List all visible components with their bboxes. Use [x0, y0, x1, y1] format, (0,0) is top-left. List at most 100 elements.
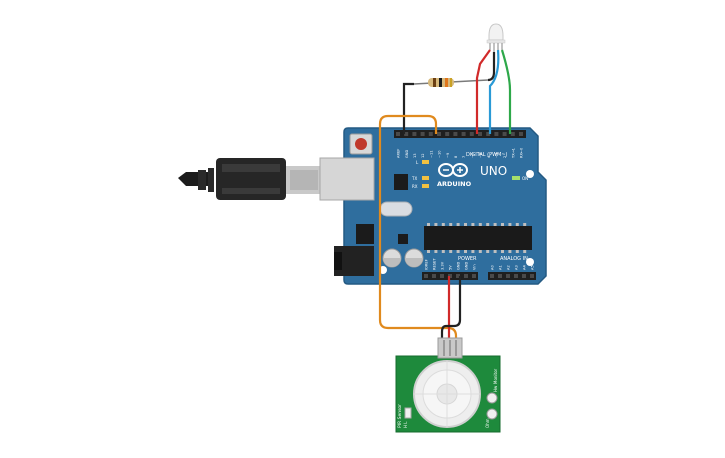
- wire-black-ground[interactable]: [440, 276, 462, 352]
- analog-pin-label: A2: [507, 265, 511, 270]
- digital-pin-hole[interactable]: [412, 132, 417, 136]
- power-pin-hole[interactable]: [456, 274, 460, 278]
- digital-pin-label: ~6: [470, 152, 474, 158]
- wire-green-led[interactable]: [500, 49, 512, 134]
- atmega-microcontroller: [424, 223, 532, 253]
- led-l-label: L: [416, 160, 419, 165]
- mounting-hole: [526, 170, 534, 178]
- digital-pin-label: ~9: [446, 152, 450, 158]
- pir-right-label: Monitor: [493, 368, 498, 384]
- jumper[interactable]: [404, 407, 412, 419]
- analog-pin-label: A1: [499, 265, 503, 270]
- digital-pin-hole[interactable]: [469, 132, 474, 136]
- digital-pin-label: 7: [462, 156, 466, 158]
- power-pin-label: RESET: [433, 258, 437, 270]
- analog-pin-label: A0: [491, 265, 495, 270]
- power-pin-hole[interactable]: [464, 274, 468, 278]
- analog-pin-hole[interactable]: [506, 274, 510, 278]
- power-pin-label: Vin: [473, 264, 477, 270]
- digital-pin-hole[interactable]: [486, 132, 491, 136]
- power-pin-hole[interactable]: [472, 274, 476, 278]
- digital-header[interactable]: [394, 130, 526, 138]
- power-label: POWER: [458, 256, 477, 262]
- digital-pin-hole[interactable]: [453, 132, 458, 136]
- analog-pin-hole[interactable]: [498, 274, 502, 278]
- wire-orange-signal[interactable]: [378, 114, 458, 352]
- power-pin-hole[interactable]: [432, 274, 436, 278]
- digital-pin-hole[interactable]: [519, 132, 523, 136]
- digital-pin-hole[interactable]: [445, 132, 450, 136]
- digital-pin-label: RX←0: [520, 147, 524, 158]
- power-pin-hole[interactable]: [424, 274, 428, 278]
- analog-pin-hole[interactable]: [530, 274, 534, 278]
- digital-label: DIGITAL (PWM~): [466, 152, 508, 158]
- analog-pin-label: A5: [531, 265, 535, 270]
- digital-pin-label: 4: [487, 155, 491, 158]
- analog-pin-hole[interactable]: [522, 274, 526, 278]
- digital-pin-hole[interactable]: [461, 132, 466, 136]
- digital-pin-hole[interactable]: [478, 132, 482, 136]
- power-pin-label: IOREF: [425, 259, 429, 270]
- crystal: [379, 201, 413, 217]
- reset-button[interactable]: [349, 133, 373, 155]
- power-pin-label: GND: [457, 262, 461, 270]
- digital-pin-hole[interactable]: [510, 132, 515, 136]
- analog-pin-label: A3: [515, 265, 519, 270]
- status-leds: [422, 160, 520, 188]
- usb-port: [319, 157, 375, 201]
- rgb-led[interactable]: [486, 23, 506, 52]
- digital-pin-label: ~11: [429, 150, 433, 158]
- delay-knob[interactable]: [486, 408, 498, 420]
- digital-pin-hole[interactable]: [502, 132, 507, 136]
- pir-left-sub: H L: [403, 421, 408, 428]
- digital-pin-hole[interactable]: [428, 132, 433, 136]
- wire-black-led[interactable]: [402, 52, 496, 134]
- pir-right-sub: Ohm: [485, 418, 490, 428]
- analog-header[interactable]: [488, 272, 536, 280]
- digital-pin-label: ~5: [479, 153, 483, 158]
- power-jack: [334, 246, 374, 276]
- brand-label: ARDUINO: [437, 180, 472, 188]
- mounting-hole: [526, 258, 534, 266]
- resistor[interactable]: [413, 78, 489, 87]
- led-tx-label: TX: [411, 176, 417, 181]
- digital-pin-hole[interactable]: [494, 132, 499, 136]
- arduino-logo: [438, 163, 468, 177]
- analog-pin-labels: A0 A1 A2 A3 A4 A5: [491, 265, 535, 270]
- digital-pin-label: ~10: [438, 150, 442, 158]
- power-pin-label: 5V: [449, 265, 453, 270]
- usb-chip: [394, 174, 408, 190]
- digital-pin-label: AREF: [397, 149, 401, 158]
- pir-left-label: PIR Sensor: [397, 404, 403, 428]
- digital-pin-label: GND: [405, 150, 409, 158]
- voltage-regulator: [356, 224, 374, 244]
- wire-blue-led[interactable]: [488, 49, 500, 134]
- small-chip: [398, 234, 408, 244]
- capacitors: [382, 248, 424, 268]
- digital-pin-hole[interactable]: [420, 132, 425, 136]
- digital-pin-label: ~3: [495, 153, 499, 158]
- analog-pin-label: A4: [523, 265, 527, 270]
- analog-pin-hole[interactable]: [490, 274, 494, 278]
- pir-sensor[interactable]: [395, 337, 501, 433]
- usb-cable[interactable]: [178, 158, 322, 200]
- digital-pin-label: 12: [421, 153, 425, 158]
- digital-pin-hole[interactable]: [404, 132, 409, 136]
- analog-pin-hole[interactable]: [514, 274, 518, 278]
- digital-pin-hole[interactable]: [437, 132, 441, 136]
- digital-pin-label: 13: [413, 153, 417, 158]
- power-pin-hole[interactable]: [440, 274, 444, 278]
- digital-pin-label: 8: [454, 155, 458, 158]
- wire-red-led[interactable]: [475, 49, 491, 134]
- sensitivity-knob[interactable]: [486, 392, 498, 404]
- digital-pin-hole[interactable]: [396, 132, 400, 136]
- analog-label: ANALOG IN: [500, 256, 528, 262]
- power-pin-label: 3.3V: [441, 261, 445, 270]
- digital-pin-label: TX→1: [511, 148, 515, 159]
- led-rx-label: RX: [412, 184, 418, 189]
